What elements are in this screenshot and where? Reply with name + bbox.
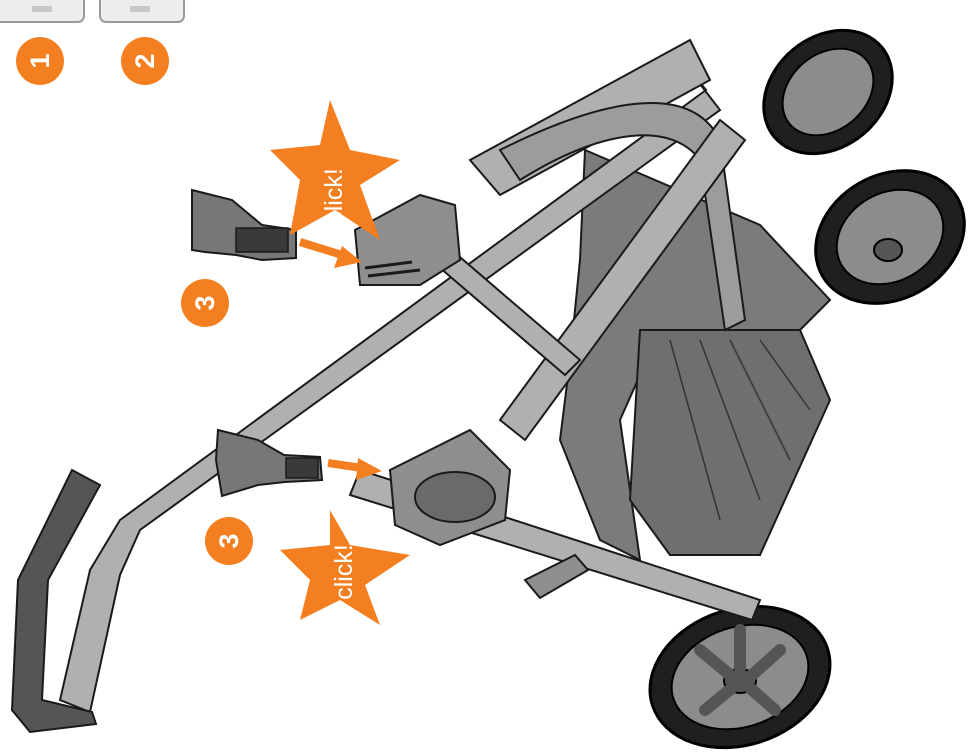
click-burst-bottom: click!	[280, 510, 410, 625]
arrow-top	[300, 242, 362, 268]
step3-number-top: 3	[190, 295, 220, 310]
click-label-bottom: click!	[330, 544, 358, 600]
step3-badge-bottom: 3	[205, 517, 253, 565]
step1-number: 1	[25, 53, 55, 68]
step1-badge: 1	[16, 37, 64, 85]
step3-number-bottom: 3	[214, 533, 244, 548]
adapter-bottom	[216, 430, 322, 496]
lower-hinge-disc	[415, 472, 495, 522]
step1-thumbnail	[0, 0, 84, 22]
front-wheel-top	[739, 5, 917, 179]
basket	[630, 330, 830, 555]
brake-pedal	[525, 555, 588, 598]
step2-number: 2	[130, 53, 160, 68]
step3-badge-top: 3	[181, 279, 229, 327]
click-label-top: click!	[320, 168, 348, 224]
step2-badge: 2	[121, 37, 169, 85]
step2-thumbnail	[100, 0, 184, 22]
adapter-top	[192, 190, 296, 260]
